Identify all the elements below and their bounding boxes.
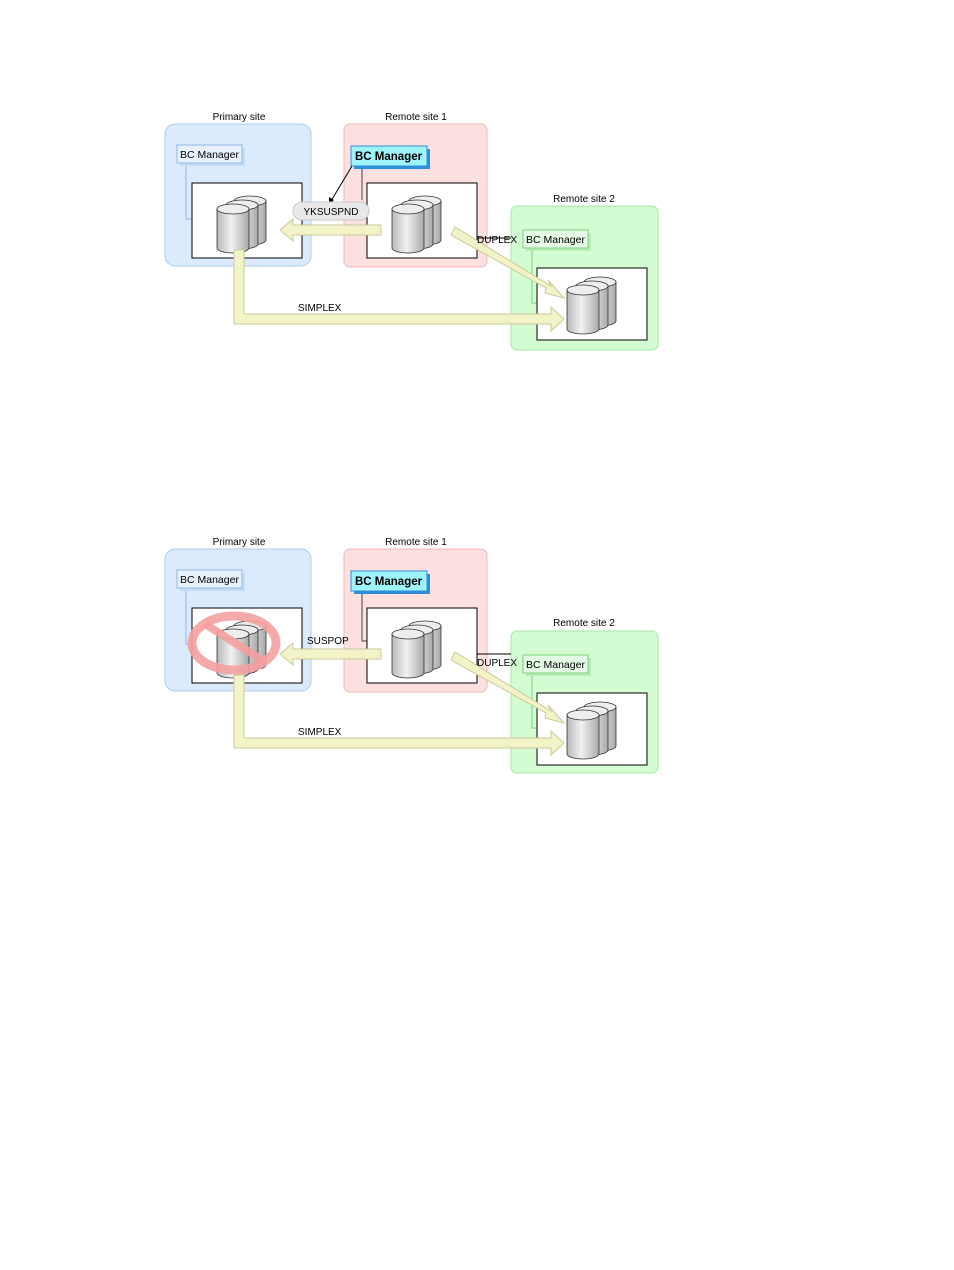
remote1-manager-label: BC Manager (355, 576, 423, 588)
remote1-site-label: Remote site 1 (385, 112, 447, 123)
remote2-manager-label: BC Manager (526, 234, 585, 246)
state-r1-to-primary-label: YKSUSPND (303, 207, 358, 218)
primary-volume-icon (217, 196, 266, 253)
diagram-2: Primary site Remote site 1 Remote site 2… (0, 525, 954, 815)
diagram-1: Primary site Remote site 1 Remote site 2… (0, 100, 954, 390)
remote1-volume-icon (392, 196, 441, 253)
remote1-manager-label: BC Manager (355, 151, 423, 163)
remote2-volume-icon (567, 277, 616, 334)
primary-manager-label: BC Manager (180, 574, 239, 586)
state-primary-to-r2-label: SIMPLEX (298, 727, 342, 738)
state-r1-to-r2-label: DUPLEX (477, 235, 517, 246)
primary-site-label: Primary site (213, 112, 266, 123)
remote2-site-label: Remote site 2 (553, 194, 615, 205)
primary-manager-label: BC Manager (180, 149, 239, 161)
state-r1-to-primary-label: SUSPOP (307, 636, 349, 647)
primary-site-label: Primary site (213, 537, 266, 548)
diagram-1-canvas: Primary site Remote site 1 Remote site 2… (0, 100, 954, 390)
remote2-site-label: Remote site 2 (553, 618, 615, 629)
remote2-volume-icon (567, 702, 616, 759)
state-r1-to-r2-label: DUPLEX (477, 658, 517, 669)
state-primary-to-r2-label: SIMPLEX (298, 303, 342, 314)
remote1-site-label: Remote site 1 (385, 537, 447, 548)
diagram-2-canvas: Primary site Remote site 1 Remote site 2… (0, 525, 954, 815)
remote2-manager-label: BC Manager (526, 659, 585, 671)
remote1-volume-icon (392, 621, 441, 678)
